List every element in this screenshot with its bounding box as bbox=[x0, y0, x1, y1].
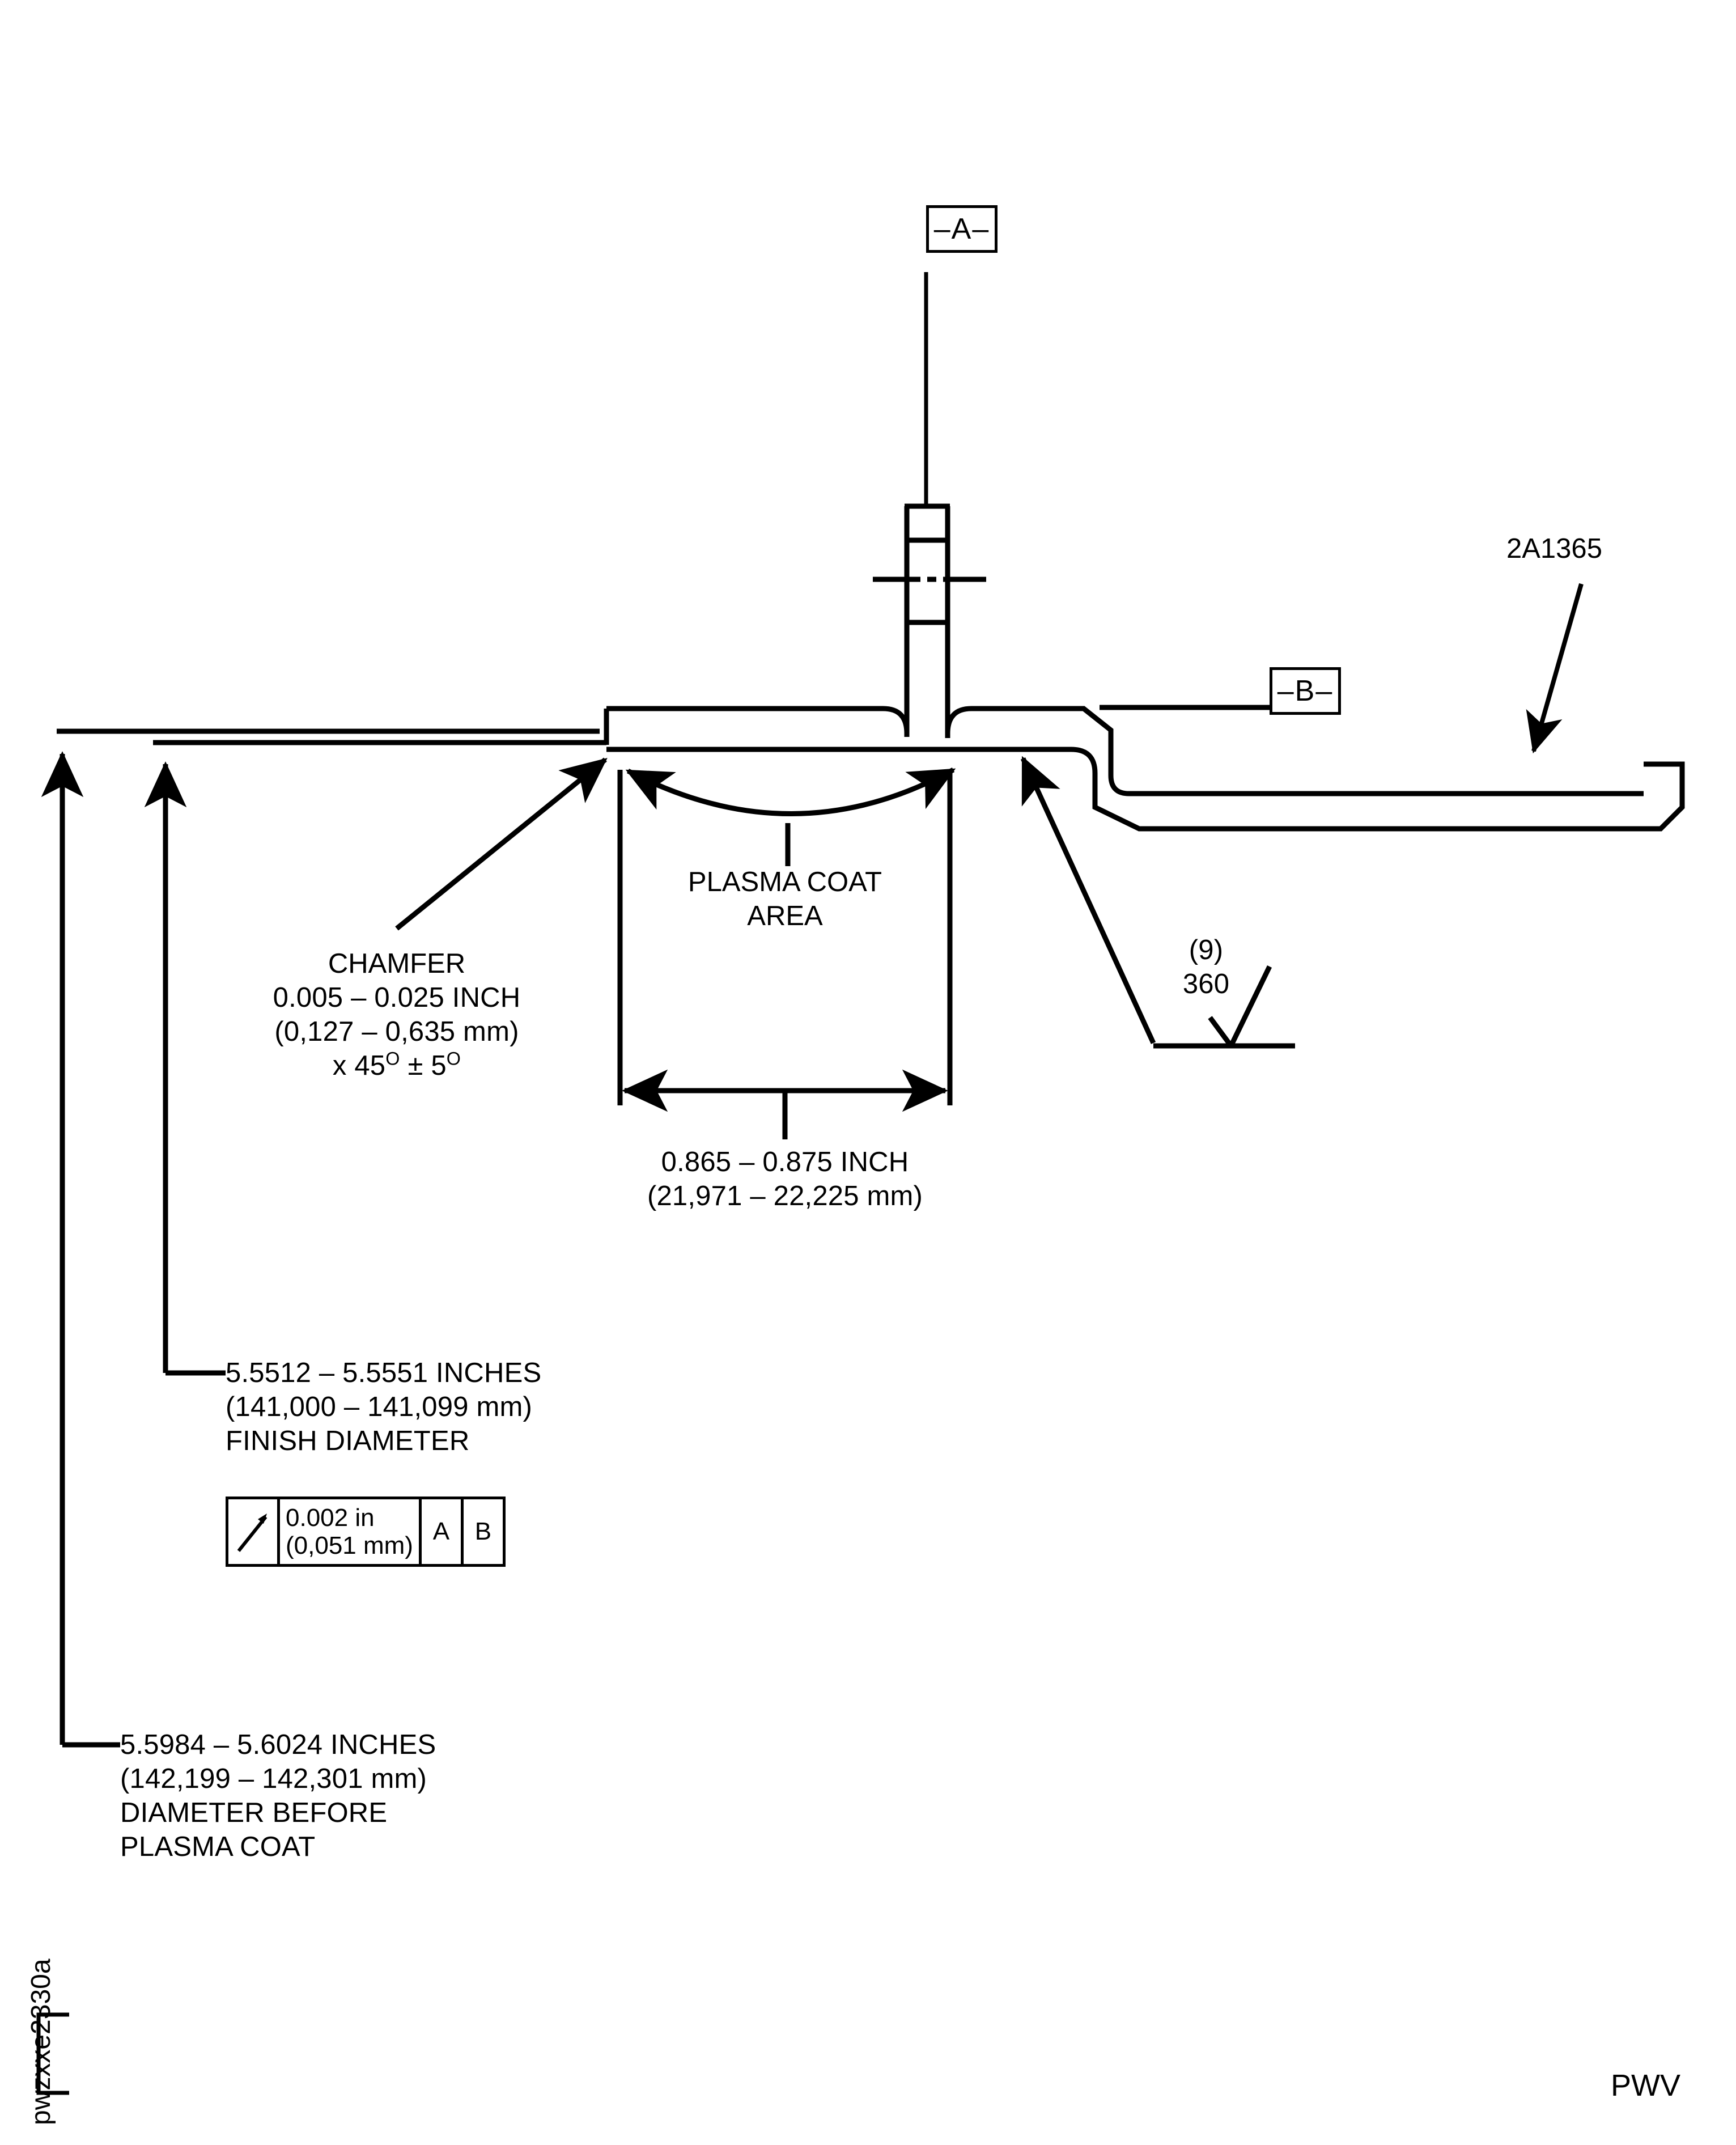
runout-tolerance-mm: (0,051 mm) bbox=[286, 1532, 413, 1559]
feature-control-frame: 0.002 in (0,051 mm) A B bbox=[226, 1497, 506, 1567]
runout-datum-primary: A bbox=[418, 1499, 461, 1564]
chamfer-title: CHAMFER bbox=[328, 948, 466, 979]
drawing-id-vertical: pwzxxe2330a bbox=[26, 1959, 56, 2125]
before-coat-note-line2: PLASMA COAT bbox=[120, 1832, 316, 1862]
finish-diameter-leader bbox=[144, 761, 226, 1376]
circular-runout-icon bbox=[228, 1499, 277, 1564]
runout-datum-secondary: B bbox=[460, 1499, 503, 1564]
footer-id-bracket bbox=[36, 2012, 69, 2095]
runout-tolerance-inch: 0.002 in bbox=[286, 1503, 375, 1532]
runout-tolerance-cell: 0.002 in (0,051 mm) bbox=[277, 1499, 419, 1564]
surface-finish-process: (9) bbox=[1189, 935, 1224, 965]
datum-a-label: –A– bbox=[933, 213, 990, 245]
chamfer-angle: x 45O ± 5O bbox=[333, 1050, 461, 1083]
surface-finish-roughness: 360 bbox=[1182, 969, 1230, 999]
surface-finish-leader bbox=[1020, 756, 1295, 1049]
plasma-width-dimension bbox=[617, 770, 953, 1139]
degree-symbol-icon-2: O bbox=[446, 1048, 461, 1069]
part-callout-leader bbox=[1526, 583, 1584, 754]
plasma-width-mm: (21,971 – 22,225 mm) bbox=[647, 1181, 923, 1211]
chamfer-tolerance-mm: (0,127 – 0,635 mm) bbox=[274, 1016, 519, 1047]
plasma-coat-arc-leader bbox=[625, 768, 956, 866]
finish-diameter-note: FINISH DIAMETER bbox=[226, 1426, 470, 1456]
plasma-coat-area-line1: PLASMA COAT bbox=[687, 867, 882, 897]
finish-diameter-inch: 5.5512 – 5.5551 INCHES bbox=[226, 1358, 542, 1388]
datum-feature-symbol-a: –A– bbox=[926, 205, 998, 253]
chamfer-angle-mid: ± 5 bbox=[400, 1050, 447, 1081]
before-coat-diameter-mm: (142,199 – 142,301 mm) bbox=[120, 1764, 427, 1794]
degree-symbol-icon: O bbox=[385, 1048, 400, 1069]
chamfer-leader bbox=[395, 757, 608, 931]
before-coat-diameter-leader bbox=[41, 751, 120, 1748]
chamfer-angle-pre: x 45 bbox=[332, 1050, 386, 1081]
part-number-callout: 2A1365 bbox=[1506, 533, 1602, 564]
sheet-code: PWV bbox=[1611, 2068, 1681, 2102]
runout-arrow-glyph bbox=[237, 1514, 268, 1552]
chamfer-tolerance-inch: 0.005 – 0.025 INCH bbox=[273, 982, 521, 1013]
finish-diameter-mm: (141,000 – 141,099 mm) bbox=[226, 1392, 533, 1422]
part-outline bbox=[57, 503, 1685, 832]
before-coat-diameter-inch: 5.5984 – 5.6024 INCHES bbox=[120, 1729, 436, 1760]
plasma-coat-area-line2: AREA bbox=[747, 901, 823, 931]
before-coat-note-line1: DIAMETER BEFORE bbox=[120, 1798, 388, 1828]
plasma-width-inch: 0.865 – 0.875 INCH bbox=[661, 1147, 909, 1177]
datum-feature-symbol-b: –B– bbox=[1270, 667, 1341, 715]
datum-b-label: –B– bbox=[1277, 675, 1334, 707]
